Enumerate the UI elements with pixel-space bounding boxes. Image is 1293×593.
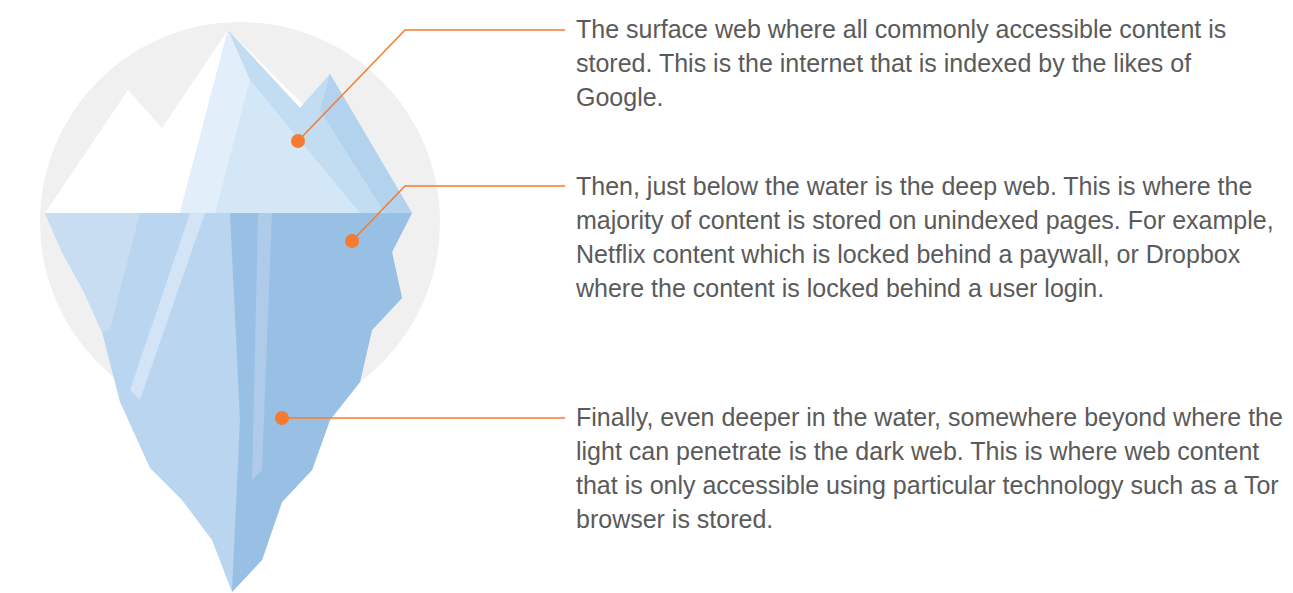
iceberg-tip [180,30,412,213]
callout-dot [275,411,289,425]
iceberg-snow [45,30,412,213]
leader-line [282,417,565,419]
iceberg-underwater-light [45,213,140,332]
iceberg-streak [130,213,205,400]
callout-text: Then, just below the water is the deep w… [576,169,1284,305]
callout-text: The surface web where all commonly acces… [576,12,1284,114]
iceberg-underwater [45,213,412,592]
callout-dot [345,234,359,248]
leader-line [298,30,565,141]
iceberg-tip-shade [228,30,412,213]
iceberg-tip-light [180,30,250,213]
iceberg-streak [252,213,272,480]
callout-text: Finally, even deeper in the water, somew… [576,400,1284,536]
leader-line [352,186,565,241]
iceberg-underwater-shade [230,213,412,592]
callout-dot [291,134,305,148]
